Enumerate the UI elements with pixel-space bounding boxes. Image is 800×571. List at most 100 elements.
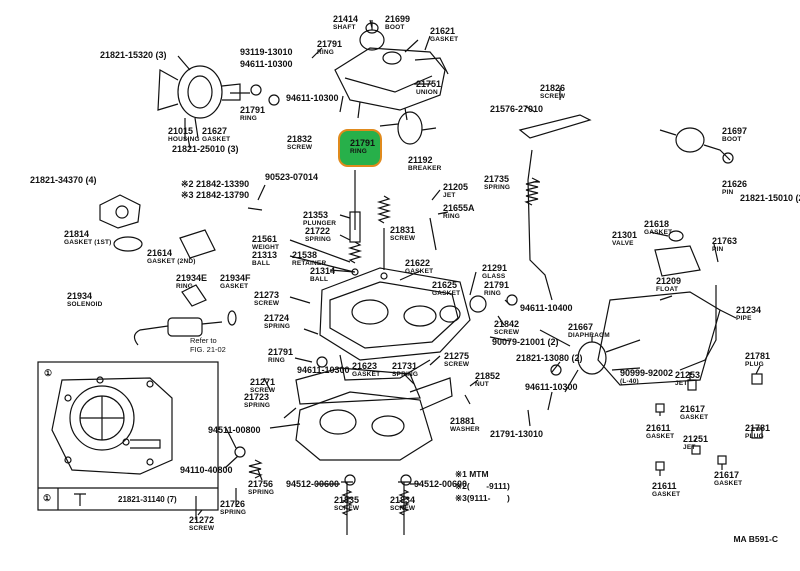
part-name: RING bbox=[240, 115, 258, 122]
part-label-21821_15010[interactable]: 21821-15010 (2) bbox=[740, 194, 800, 203]
part-name: BALL bbox=[252, 260, 271, 267]
part-label-94611e[interactable]: 94611-10300 bbox=[525, 383, 578, 392]
part-label-90523[interactable]: 90523-07014 bbox=[265, 173, 318, 182]
part-number: 21273 bbox=[254, 290, 280, 300]
part-label-21821_25010[interactable]: 21821-25010 (3) bbox=[172, 145, 239, 154]
part-label-94611c[interactable]: 94611-10400 bbox=[520, 304, 573, 313]
part-label-21821_34370[interactable]: 21821-34370 (4) bbox=[30, 176, 97, 185]
part-label-94611d[interactable]: 94611-10300 bbox=[297, 366, 350, 375]
highlighted-part-ring[interactable] bbox=[338, 129, 382, 167]
part-label-94611b[interactable]: 94611-10300 bbox=[286, 94, 339, 103]
part-number: 21791 bbox=[268, 347, 294, 357]
part-label-93119[interactable]: 93119-13010 bbox=[240, 48, 293, 57]
part-label-94611a[interactable]: 94611-10300 bbox=[240, 60, 293, 69]
part-number: 21275 bbox=[444, 351, 470, 361]
part-number: 21251 bbox=[683, 434, 709, 444]
part-label-90079[interactable]: 90079-21001 (2) bbox=[492, 338, 559, 347]
part-label-21576[interactable]: 21576-27010 bbox=[490, 105, 543, 114]
part-label-21821_13080[interactable]: 21821-13080 (2) bbox=[516, 354, 583, 363]
part-label-94110[interactable]: 94110-40800 bbox=[180, 466, 233, 475]
part-name: GASKET bbox=[680, 414, 709, 421]
part-number: 21697 bbox=[722, 126, 748, 136]
part-label-21842a[interactable]: ※2 21842-13390 bbox=[181, 180, 249, 189]
part-label-90999[interactable]: 90999-92002(L-40) bbox=[620, 369, 673, 386]
part-number: 21627 bbox=[202, 126, 228, 136]
part-number: 21756 bbox=[248, 479, 274, 489]
part-label-94511[interactable]: 94511-00800 bbox=[208, 426, 261, 435]
part-name: BOOT bbox=[385, 24, 405, 31]
part-label-21842b[interactable]: ※3 21842-13790 bbox=[181, 191, 249, 200]
inset-marker: ① bbox=[44, 368, 53, 378]
part-label-94512b[interactable]: 94512-00600 bbox=[414, 480, 467, 489]
part-label-94512a[interactable]: 94512-00600 bbox=[286, 480, 339, 489]
part-label-21821_15320[interactable]: 21821-15320 (3) bbox=[100, 51, 167, 60]
part-number: 93119-13010 bbox=[240, 47, 293, 57]
part-number: 21625 bbox=[432, 280, 458, 290]
part-label-21791_13010[interactable]: 21791-13010 bbox=[490, 430, 543, 439]
